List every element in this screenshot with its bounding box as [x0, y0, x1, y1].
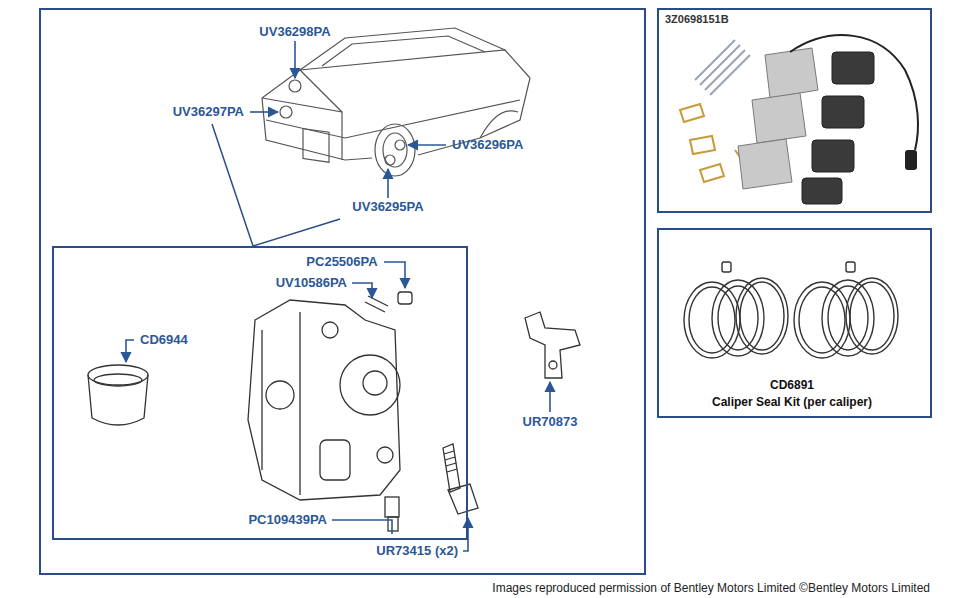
piston-sketch [88, 365, 148, 425]
callout-arrows [126, 41, 550, 551]
detail-panel: PC25506PA UV10586PA CD6944PC109439PA [52, 246, 468, 540]
part-caption: Caliper Seal Kit (per caliper) [712, 396, 872, 410]
part-number: CD6944 [140, 333, 188, 348]
parts-panel: CD6891Caliper Seal Kit (per caliper) [657, 228, 932, 418]
part-number: PC109439PA [248, 513, 327, 528]
seal-kit-sketch [684, 262, 898, 358]
part-number: UV36296PA [452, 138, 523, 153]
parts-panel: 3Z0698151B [657, 8, 932, 213]
detail-leader [212, 124, 340, 246]
part-number: PC25506PA [306, 255, 377, 270]
caliper-sketch [248, 292, 412, 531]
part-number: UR73415 (x2) [376, 544, 458, 559]
part-number: CD6891 [770, 379, 814, 393]
part-number: UR70873 [523, 415, 578, 430]
part-number: UV36298PA [259, 25, 330, 40]
bolt-sketch [443, 444, 478, 514]
car-sketch [262, 28, 530, 176]
pad-kit-photo [680, 35, 918, 204]
copyright-note: Images reproduced permission of Bentley … [492, 581, 930, 595]
bracket-sketch [525, 312, 580, 378]
part-number: UV36295PA [352, 200, 423, 215]
part-number: 3Z0698151B [665, 13, 729, 26]
part-number: UV10586PA [276, 276, 347, 291]
parts-panel: PC25506PA UV10586PA CD6944PC109439PA UV3629… [39, 8, 646, 575]
part-number: UV36297PA [173, 105, 244, 120]
